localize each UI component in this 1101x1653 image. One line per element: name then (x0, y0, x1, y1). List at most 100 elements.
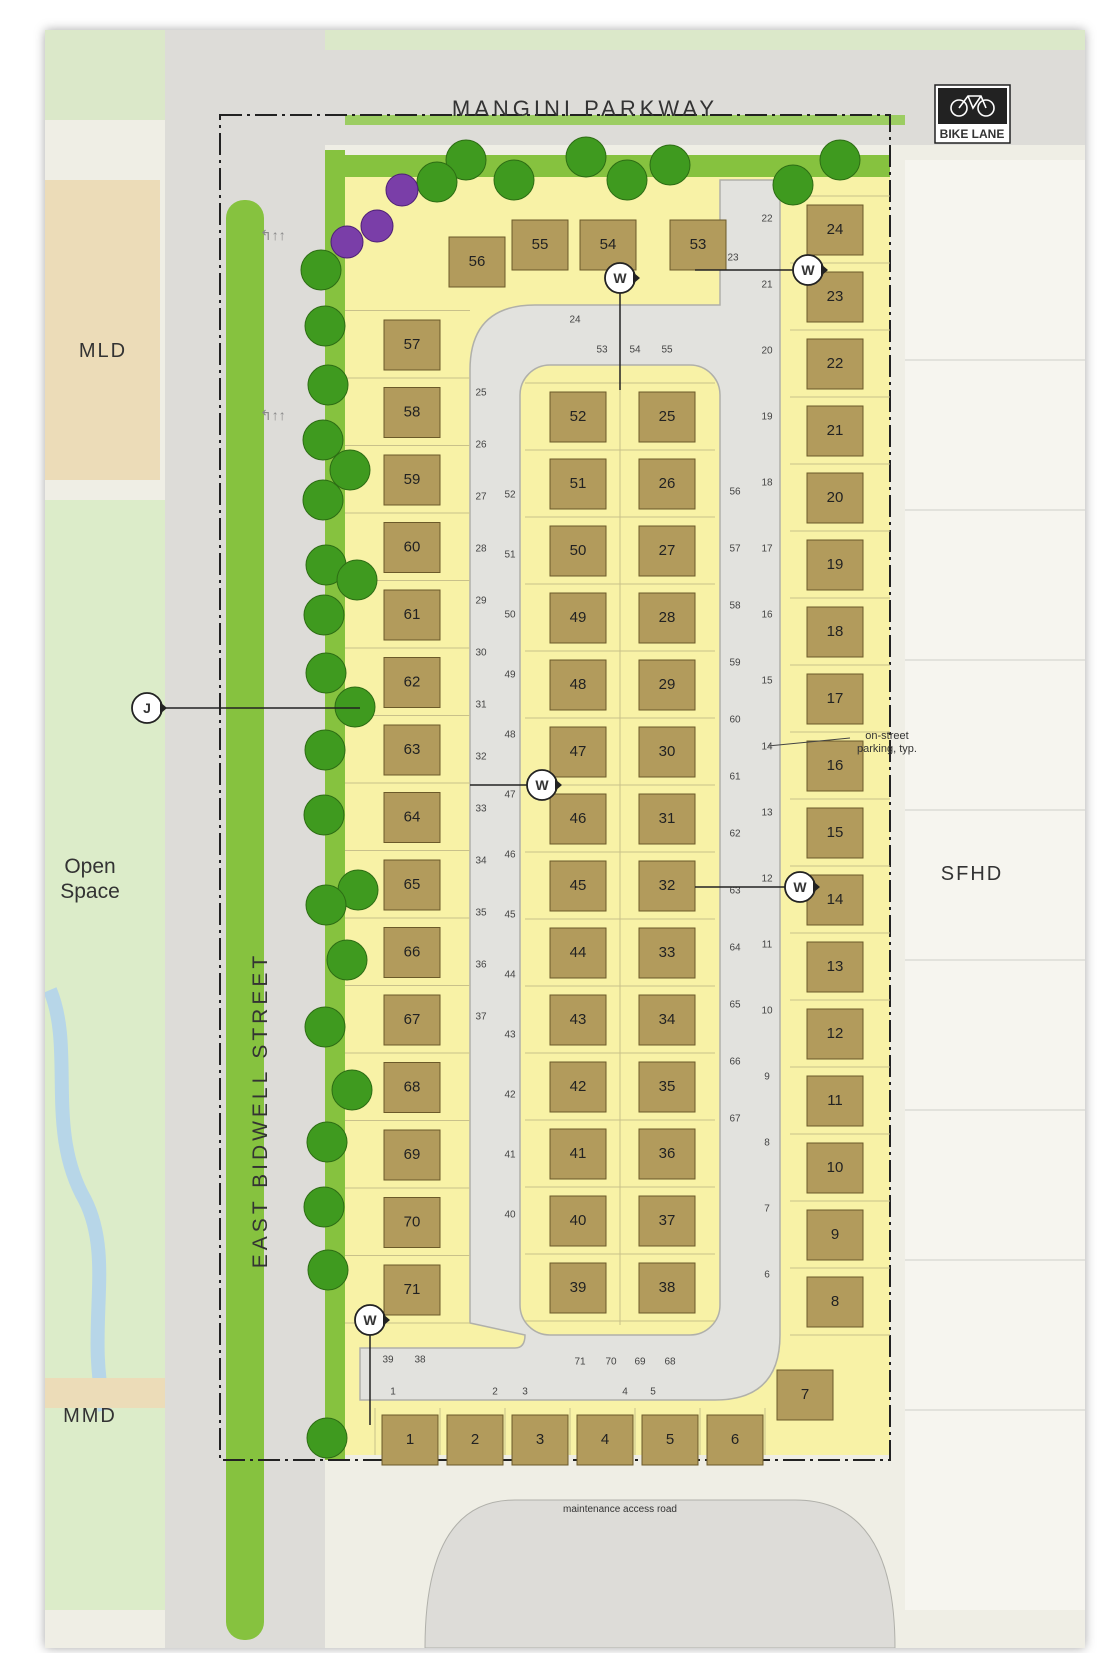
creek (45, 987, 112, 1412)
lot-40-label: 40 (570, 1212, 587, 1229)
parking-stall-49: 49 (504, 670, 516, 681)
parking-stall-63: 63 (729, 886, 741, 897)
lot-57-house (383, 319, 441, 371)
lot-44-house (549, 927, 607, 979)
lot-54-label: 54 (600, 236, 617, 253)
parking-stall-41: 41 (504, 1150, 516, 1161)
lot-13-label: 13 (827, 958, 844, 975)
lot-11-label: 11 (827, 1092, 843, 1109)
label-open-space-1: Open (64, 855, 115, 878)
tree (326, 939, 368, 981)
parking-stall-35: 35 (475, 908, 487, 919)
lane-arrows: ↰↑↑ ↰↑↑ (260, 227, 286, 423)
lot-62-house (383, 657, 441, 708)
svg-text:W: W (801, 262, 815, 278)
lot-39-house (549, 1262, 607, 1314)
parking-stall-40: 40 (504, 1210, 516, 1221)
label-mmd: MMD (63, 1405, 117, 1427)
lot-19-house (806, 539, 864, 591)
parking-stall-4: 4 (622, 1387, 628, 1398)
lot-29-house (638, 659, 696, 711)
lot-15-label: 15 (827, 824, 844, 841)
tree (334, 686, 376, 728)
lot-3-house (511, 1414, 569, 1466)
lot-41-house (549, 1128, 607, 1180)
svg-text:W: W (613, 270, 627, 286)
parking-stall-3: 3 (522, 1387, 528, 1398)
lot-67-label: 67 (404, 1011, 421, 1028)
lot-29-label: 29 (659, 676, 676, 693)
lot-1-label: 1 (406, 1431, 414, 1448)
lot-36-house (638, 1128, 696, 1180)
parking-stall-46: 46 (504, 850, 516, 861)
lot-47-house (549, 726, 607, 778)
lot-58-label: 58 (404, 403, 421, 420)
lot-40-house (549, 1195, 607, 1247)
water-marker: W (354, 1304, 390, 1336)
tree (306, 1121, 348, 1163)
parking-stall-38: 38 (414, 1355, 426, 1366)
parking-stall-29: 29 (475, 596, 487, 607)
water-marker: W (526, 769, 562, 801)
lot-61-house (383, 589, 441, 641)
flowering-tree (360, 209, 394, 243)
tree (329, 449, 371, 491)
lot-37-house (638, 1195, 696, 1247)
lot-50-house (549, 525, 607, 577)
parking-stall-52: 52 (504, 490, 516, 501)
tree (416, 161, 458, 203)
lot-55-label: 55 (532, 236, 549, 253)
bicycle-icon (950, 95, 995, 117)
lot-67-house (383, 994, 441, 1046)
street-median (226, 200, 264, 1640)
lot-30-house (638, 726, 696, 778)
parking-stall-19: 19 (761, 412, 773, 423)
lot-52-house (549, 391, 607, 443)
parking-stall-64: 64 (729, 943, 741, 954)
parking-stall-23: 23 (727, 253, 739, 264)
parking-stall-47: 47 (504, 790, 516, 801)
mangini-roadway (165, 50, 1085, 145)
parking-stall-7: 7 (764, 1204, 770, 1215)
lot-63-house (383, 724, 441, 776)
parking-stall-66: 66 (729, 1057, 741, 1068)
lot-68-house (383, 1062, 441, 1113)
lot-18-house (806, 606, 864, 658)
tree (445, 139, 487, 181)
lot-11-house (806, 1075, 864, 1127)
lot-70-house (383, 1197, 441, 1248)
lot-47-label: 47 (570, 743, 587, 760)
water-marker: W (792, 254, 828, 286)
lot-7-label: 7 (801, 1386, 809, 1403)
lot-13-house (806, 941, 864, 993)
parking-stall-34: 34 (475, 856, 487, 867)
parking-stall-17: 17 (761, 544, 773, 555)
lot-68-label: 68 (404, 1078, 421, 1095)
lot-38-label: 38 (659, 1279, 676, 1296)
water-marker: W (604, 262, 640, 294)
lot-5-label: 5 (666, 1431, 674, 1448)
lot-8-house (806, 1276, 864, 1328)
parking-stall-33: 33 (475, 804, 487, 815)
lot-3-label: 3 (536, 1431, 544, 1448)
tree (305, 652, 347, 694)
parking-stall-53: 53 (596, 345, 608, 356)
lot-53-label: 53 (690, 236, 707, 253)
parking-stall-2: 2 (492, 1387, 498, 1398)
lot-4-house (576, 1414, 634, 1466)
lot-27-label: 27 (659, 542, 676, 559)
parking-stall-10: 10 (761, 1006, 773, 1017)
lot-31-house (638, 793, 696, 845)
parking-stall-59: 59 (729, 658, 741, 669)
tree (331, 1069, 373, 1111)
lot-18-label: 18 (827, 623, 844, 640)
lot-20-house (806, 472, 864, 524)
label-onstreet-1: on-street (865, 730, 908, 742)
lot-59-label: 59 (404, 471, 421, 488)
lot-56-label: 56 (469, 253, 486, 270)
lot-9-house (806, 1209, 864, 1261)
parking-stall-69: 69 (634, 1357, 646, 1368)
